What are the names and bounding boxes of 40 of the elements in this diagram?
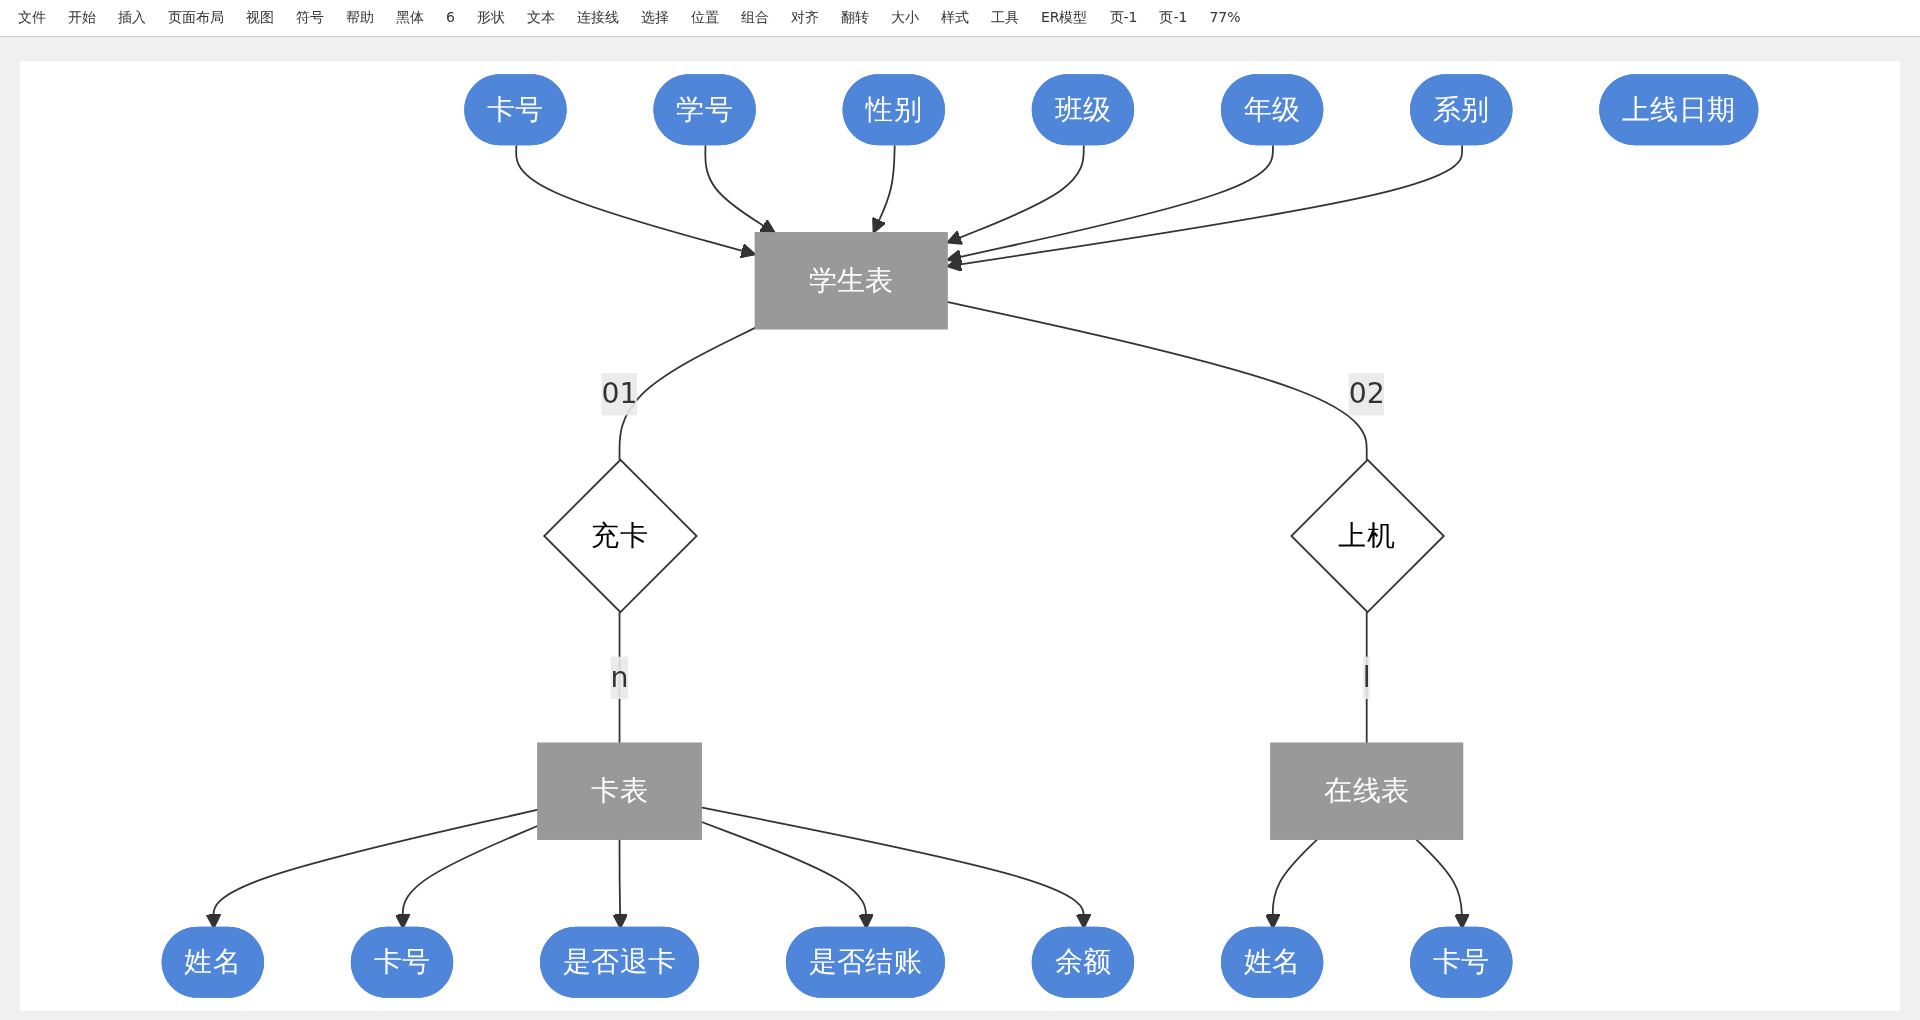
connector	[946, 300, 1368, 461]
edge-label: n	[610, 660, 629, 694]
toolbar-label: 视图	[245, 8, 275, 27]
toolbar-label: 翻转	[839, 8, 870, 27]
edge-label: 02	[1348, 376, 1385, 411]
toolbar-label: 6	[445, 8, 456, 27]
node-diamond: 上机	[1290, 458, 1446, 614]
toolbar-label: 页-1	[1108, 8, 1139, 27]
toolbar-label: 插入	[117, 8, 147, 27]
toolbar-label: 黑体	[395, 8, 425, 27]
toolbar-label: 选择	[639, 8, 670, 27]
toolbar-label: 大小	[889, 8, 920, 27]
toolbar-label: 对齐	[789, 8, 820, 27]
toolbar-label: 形状	[475, 8, 506, 27]
node-box: 卡表	[537, 742, 702, 840]
arrow	[946, 144, 1274, 265]
toolbar-label: 符号	[295, 8, 325, 27]
toolbar-label: 文件	[17, 8, 47, 27]
toolbar-label: 帮助	[345, 8, 375, 27]
toolbar-label: 工具	[989, 8, 1020, 27]
arrow	[946, 144, 1085, 245]
edge-label: l	[1362, 660, 1371, 694]
arrow	[946, 144, 1464, 272]
toolbar-label: 样式	[939, 8, 970, 27]
toolbar-label: 77%	[1208, 8, 1242, 27]
toolbar-label: 开始	[67, 8, 97, 27]
toolbar-label: 组合	[739, 8, 770, 27]
arrow	[704, 144, 776, 234]
toolbar-label: 文本	[525, 8, 556, 27]
edge-label: 01	[601, 376, 638, 411]
connector	[618, 326, 757, 461]
toolbar-label: 页-1	[1158, 8, 1189, 27]
node-box: 学生表	[754, 232, 948, 330]
node-box: 在线表	[1270, 742, 1464, 840]
toolbar-label: 页面布局	[167, 8, 225, 27]
node-diamond: 充卡	[542, 458, 698, 614]
toolbar-label: ER模型	[1039, 8, 1089, 27]
toolbar-label: 连接线	[575, 8, 620, 27]
toolbar-label: 位置	[689, 8, 720, 27]
arrow	[872, 144, 896, 234]
